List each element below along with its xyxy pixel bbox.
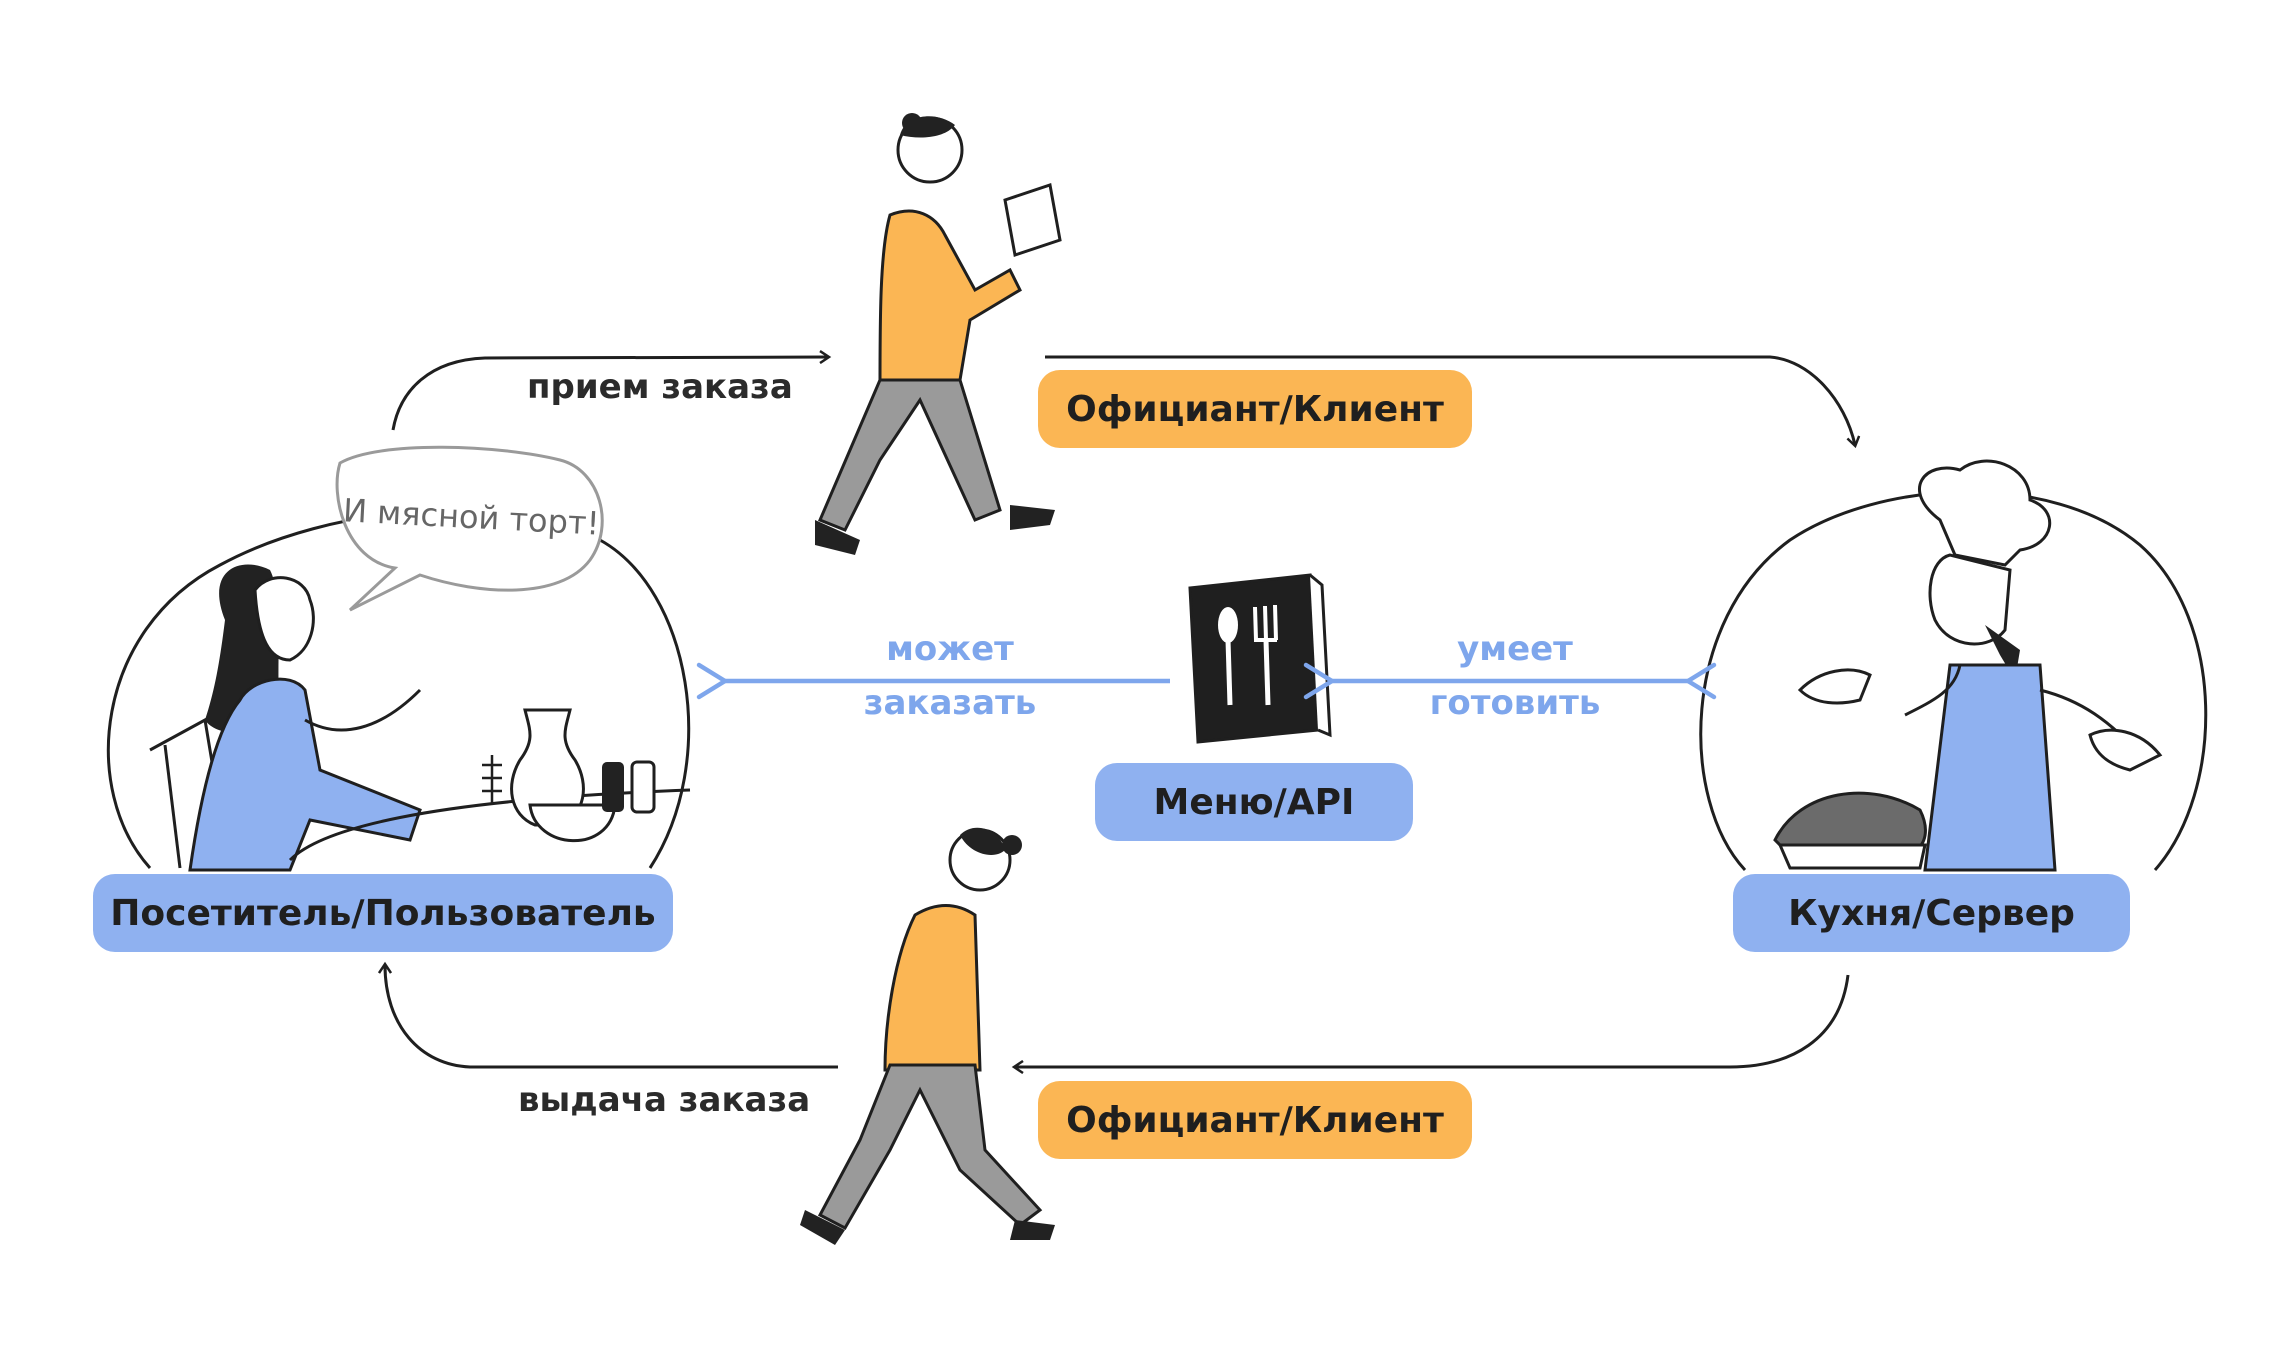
can-cook-label: умеет готовить — [1415, 622, 1615, 730]
visitor-user-label: Посетитель/Пользователь — [93, 874, 673, 952]
waiter-top-figure — [815, 113, 1062, 555]
spoon-icon — [1218, 607, 1238, 706]
kitchen-scene — [1699, 459, 2208, 872]
can-order-label: может заказать — [850, 622, 1050, 730]
kitchen-to-waiter-arrow — [1015, 974, 1850, 1067]
menu-api-label: Меню/API — [1095, 763, 1413, 841]
can-order-line-1: может — [886, 629, 1014, 669]
deliver-order-arrow — [385, 965, 838, 1069]
take-order-label: прием заказа — [527, 367, 793, 407]
speech-bubble — [335, 445, 604, 612]
kitchen-server-label: Кухня/Сервер — [1733, 874, 2130, 952]
take-order-arrow — [391, 357, 828, 431]
can-order-line-2: заказать — [863, 683, 1037, 723]
waiter-bottom-figure — [800, 827, 1055, 1245]
fork-icon — [1253, 604, 1278, 706]
deliver-order-label: выдача заказа — [518, 1080, 811, 1120]
visitor-scene — [106, 508, 691, 872]
waiter-to-kitchen-arrow — [1045, 355, 1855, 445]
waiter-client-label-top: Официант/Клиент — [1038, 370, 1472, 448]
menu-book-icon — [1188, 573, 1332, 744]
can-cook-line-1: умеет — [1457, 629, 1573, 669]
waiter-client-label-bottom: Официант/Клиент — [1038, 1081, 1472, 1159]
can-cook-line-2: готовить — [1429, 683, 1601, 723]
